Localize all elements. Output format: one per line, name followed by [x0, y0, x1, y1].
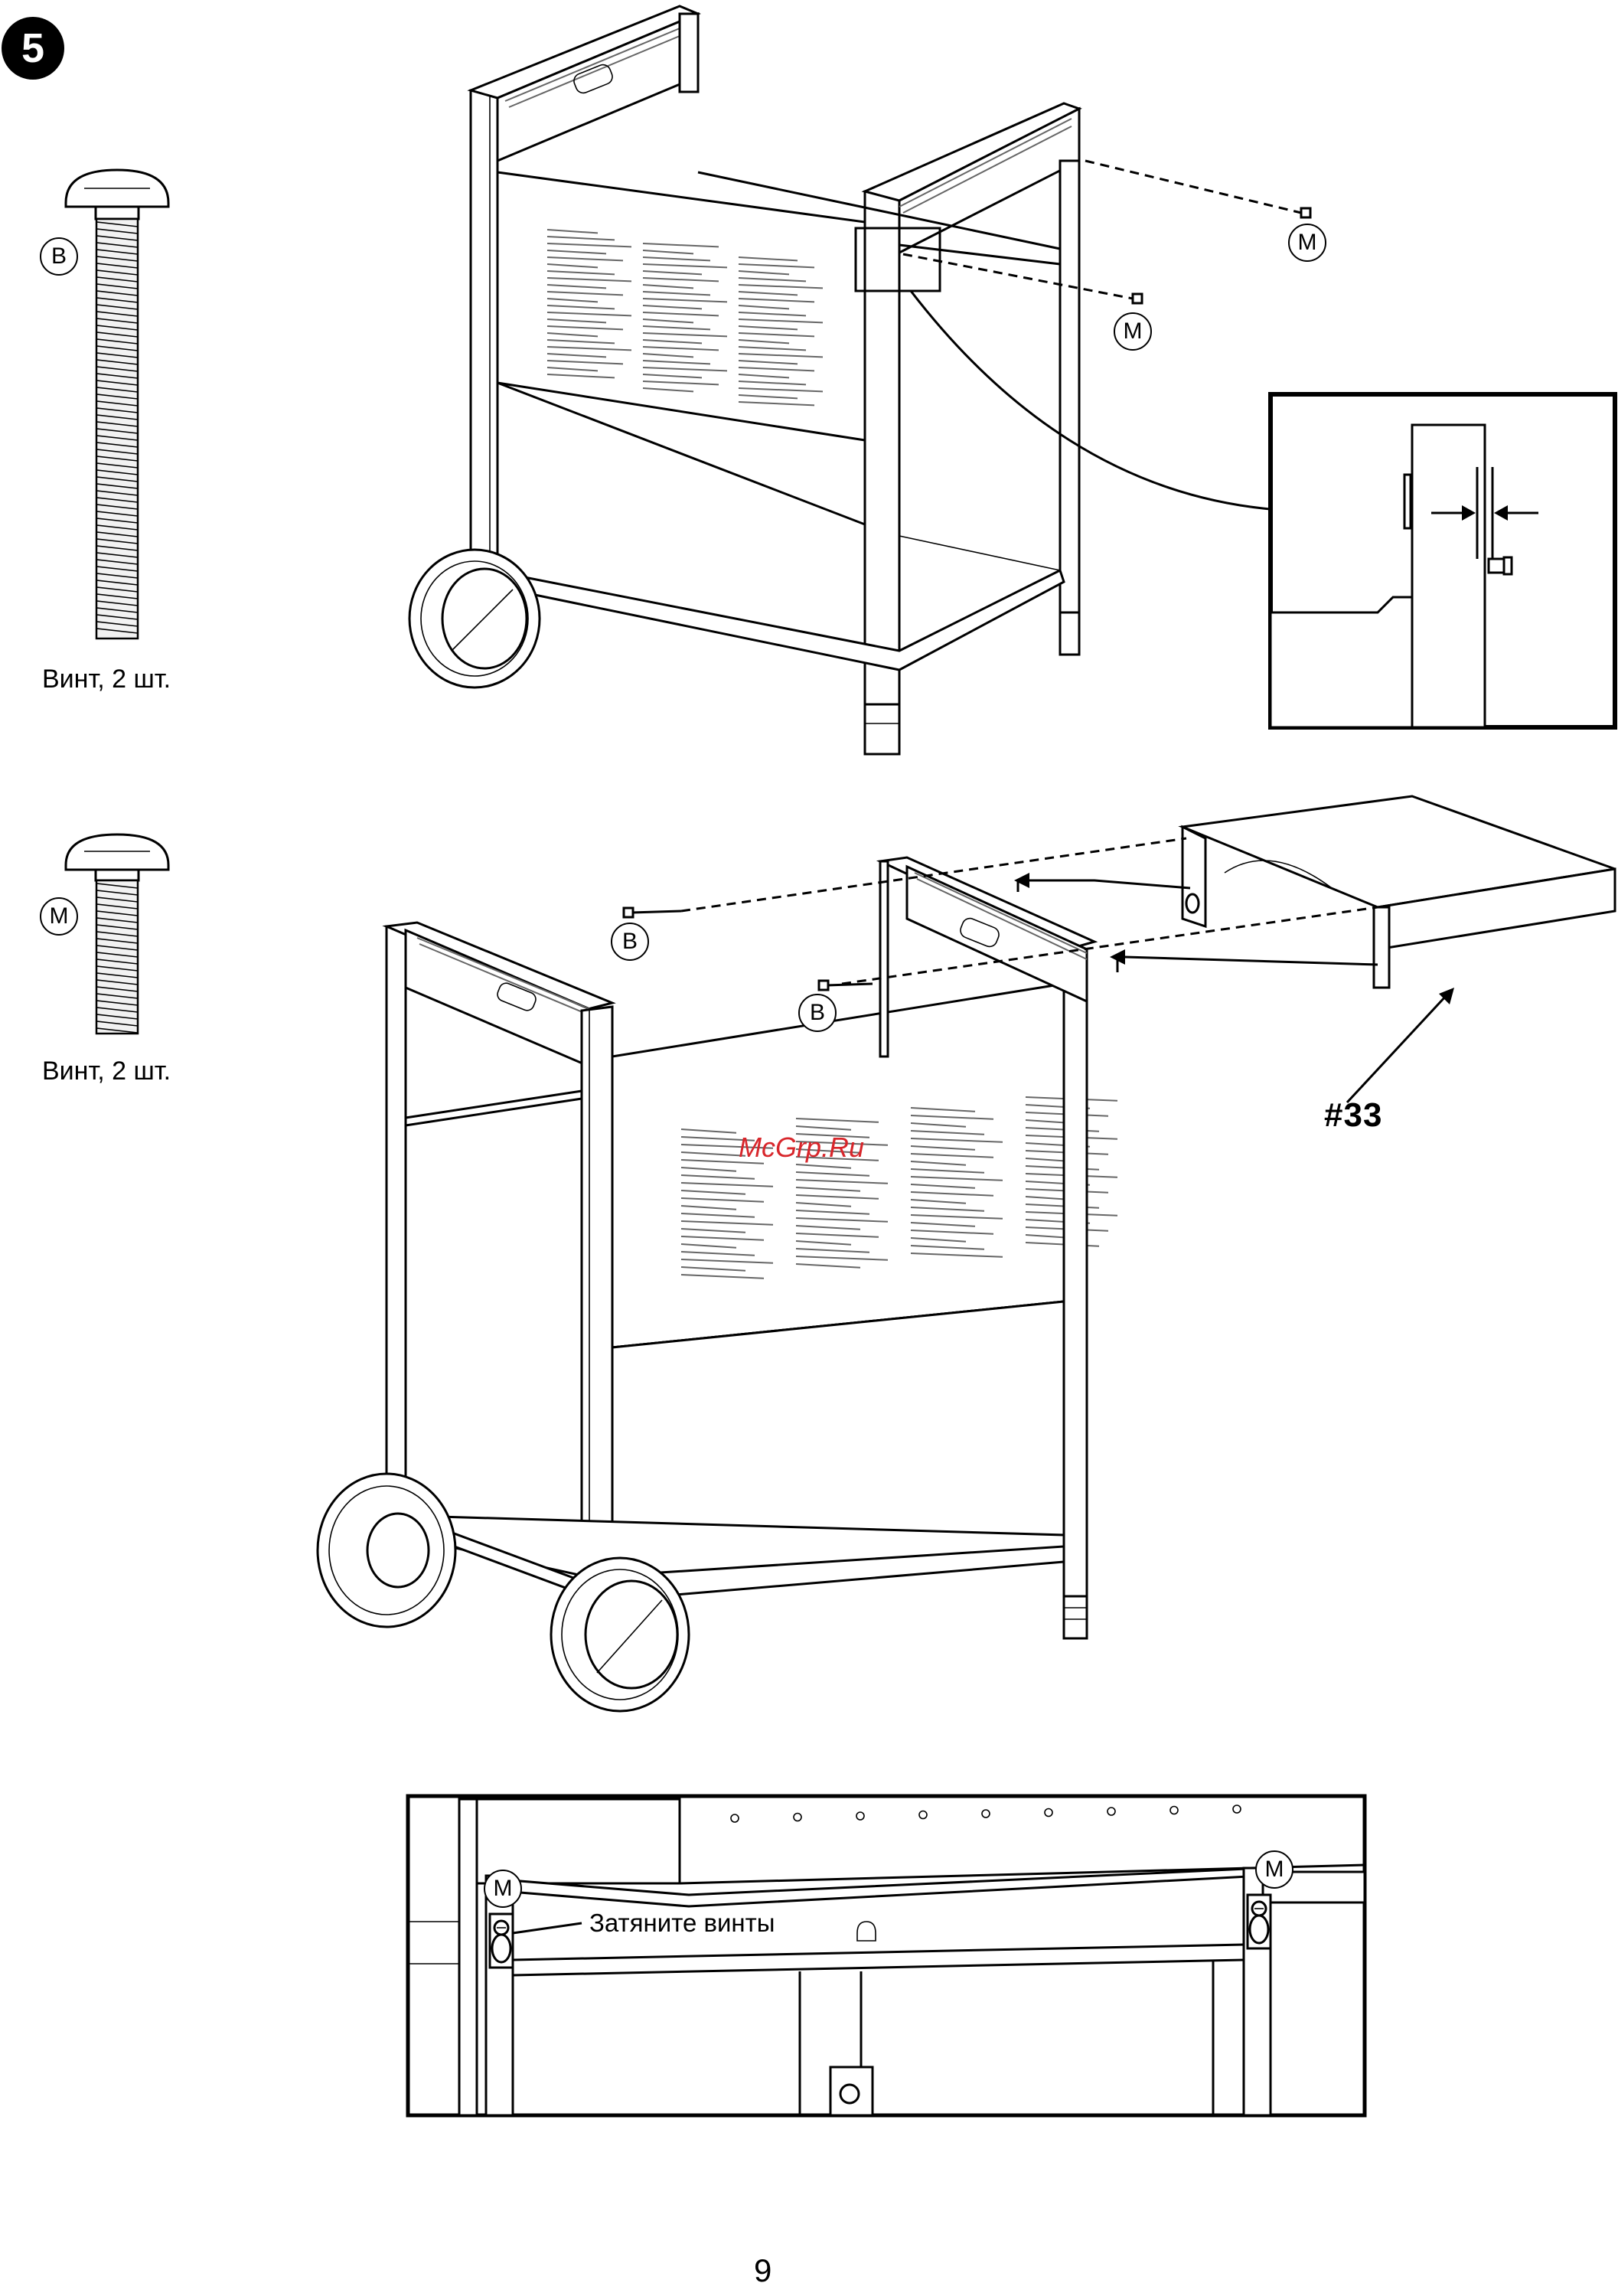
- watermark-text: McGrp.Ru: [739, 1132, 864, 1164]
- top-zoom-detail: [1271, 394, 1615, 727]
- bottom-detail: [408, 1796, 1365, 2115]
- bottom-callout-m-left: M: [484, 1870, 522, 1908]
- hardware-m-letter-circle: M: [40, 897, 78, 936]
- middle-cart-frame: [318, 796, 1615, 1711]
- top-callout-m-right: M: [1288, 224, 1326, 262]
- hardware-m-caption: Винт, 2 шт.: [42, 1057, 171, 1086]
- middle-callout-b-lower: B: [798, 994, 837, 1032]
- bottom-callout-m-right: M: [1255, 1850, 1293, 1889]
- tighten-screws-instruction: Затяните винты: [589, 1909, 775, 1938]
- middle-callout-b-upper: B: [611, 923, 649, 961]
- top-cart-frame: [409, 6, 1310, 754]
- bolt-b-illustration: [66, 170, 168, 639]
- page-number: 9: [754, 2252, 771, 2289]
- top-callout-m-left: M: [1114, 312, 1152, 351]
- side-table-part-number: #33: [1324, 1096, 1382, 1135]
- hardware-b-caption: Винт, 2 шт.: [42, 665, 171, 694]
- hardware-b-letter-circle: B: [40, 237, 78, 276]
- bolt-m-illustration: [66, 834, 168, 1034]
